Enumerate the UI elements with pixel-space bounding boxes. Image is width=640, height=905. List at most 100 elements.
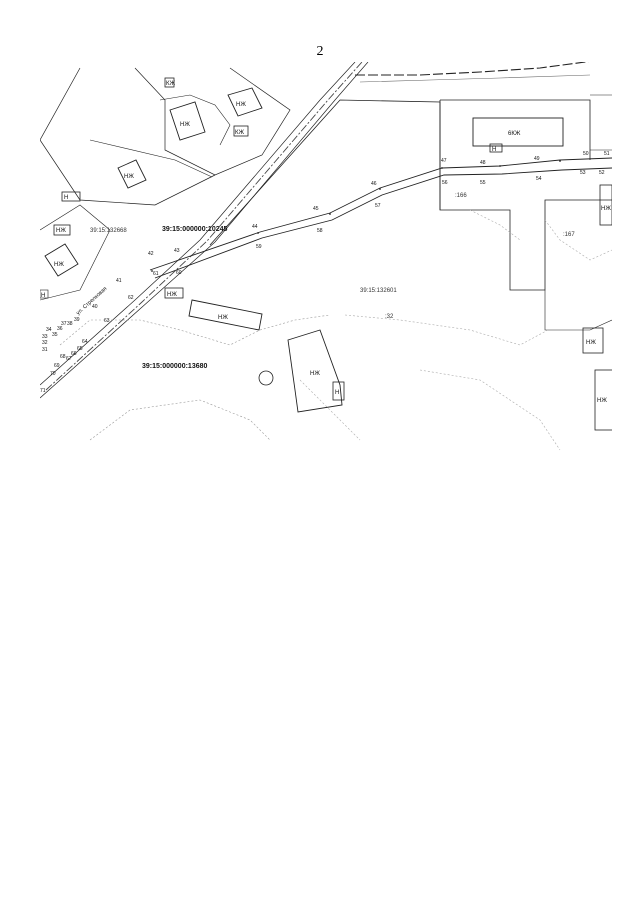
nw-parcel-1: [40, 67, 216, 206]
building-label-b1: КЖ: [166, 81, 175, 87]
point-label-37: 37: [61, 321, 67, 327]
point-label-38: 38: [67, 321, 73, 327]
cadastral-parcel-a: 39:15:132668: [90, 228, 127, 234]
point-marker: [441, 167, 443, 169]
point-label-36: 36: [57, 326, 63, 332]
building-label-b15: НЖ: [597, 398, 607, 404]
nw-parcel-4: [40, 204, 111, 301]
point-label-58: 58: [317, 228, 323, 234]
point-label-62: 62: [128, 295, 134, 301]
building-b15: [594, 369, 612, 431]
building-b6: [61, 191, 81, 202]
building-label-b4: КЖ: [235, 130, 244, 136]
roundabout: [258, 370, 274, 386]
point-label-57: 57: [375, 203, 381, 209]
street-edge-west: [40, 62, 356, 386]
terrain-outline-2: [89, 399, 271, 441]
point-label-61: 61: [153, 271, 159, 277]
building-b2: [227, 87, 263, 117]
point-label-56: 56: [442, 180, 448, 186]
terrain-outline-4: [419, 369, 561, 451]
street-centerline: [45, 62, 363, 391]
building-label-b8: НЖ: [54, 262, 64, 268]
utility-strip-north: [149, 157, 612, 271]
building-b17: [489, 143, 503, 153]
point-label-49: 49: [534, 156, 540, 162]
point-label-52: 52: [599, 170, 605, 176]
building-label-b7: НЖ: [56, 228, 66, 234]
cadastral-quarter-c: 39:15:000000:13680: [142, 363, 207, 370]
point-marker: [257, 232, 259, 234]
point-label-55: 55: [480, 180, 486, 186]
cadastral-lot-166: :166: [455, 193, 467, 199]
building-b13: [472, 117, 564, 147]
building-label-b5: НЖ: [124, 174, 134, 180]
building-b10: [188, 299, 263, 331]
point-label-42: 42: [148, 251, 154, 257]
nw-parcel-2: [134, 67, 291, 176]
building-label-b9: НЖ: [167, 292, 177, 298]
point-label-70: 70: [50, 371, 56, 377]
terrain-outline-6: [469, 209, 521, 241]
building-b9: [164, 287, 184, 299]
point-label-32: 32: [42, 340, 48, 346]
point-label-39: 39: [74, 317, 80, 323]
point-label-48: 48: [480, 160, 486, 166]
terrain-outline-3: [344, 314, 549, 346]
cadastral-quarter-b: 39:15:132601: [360, 288, 397, 294]
building-label-b16: НЖ: [601, 206, 611, 212]
building-label-b13: 6КЖ: [508, 131, 521, 137]
building-b18: [40, 289, 49, 299]
point-label-53: 53: [580, 170, 586, 176]
building-b16: [599, 184, 612, 226]
parcel-boundary-167: [544, 290, 612, 331]
cadastral-lot-32: :32: [385, 314, 394, 320]
point-label-71: 71: [40, 388, 46, 394]
point-label-67: 67: [66, 356, 72, 362]
building-label-b3: НЖ: [180, 122, 190, 128]
street-edge-east: [40, 62, 369, 399]
point-marker: [499, 165, 501, 167]
terrain-outline-1: [59, 314, 331, 346]
building-label-b14: НЖ: [586, 340, 596, 346]
point-label-40: 40: [92, 304, 98, 310]
nw-parcel-3: [89, 139, 213, 178]
building-label-b6: Н: [64, 195, 68, 201]
point-label-43: 43: [174, 248, 180, 254]
building-label-b18: Н: [41, 293, 45, 299]
nw-parcel-5: [159, 94, 231, 146]
building-b1: [164, 77, 175, 88]
building-label-b11: НЖ: [310, 371, 320, 377]
point-label-44: 44: [252, 224, 258, 230]
point-label-64: 64: [82, 339, 88, 345]
building-label-b10: НЖ: [218, 315, 228, 321]
building-b5: [117, 159, 147, 189]
building-b7: [53, 224, 71, 236]
parcel-boundary-166: [439, 99, 591, 210]
building-b14: [582, 327, 604, 354]
point-label-66: 66: [71, 351, 77, 357]
cadastral-map: КЖ НЖ НЖ КЖ НЖ Н НЖ НЖ НЖ НЖ НЖ Н 6КЖ НЖ…: [40, 62, 612, 452]
point-label-41: 41: [116, 278, 122, 284]
point-marker: [559, 160, 561, 162]
point-label-46: 46: [371, 181, 377, 187]
top-road: [355, 62, 590, 76]
cadastral-quarter-a: 39:15:000000:10245: [162, 226, 227, 233]
parcel-east-strip: [590, 94, 612, 151]
parcel-boundary-132601: [209, 99, 612, 291]
point-marker: [379, 188, 381, 190]
point-label-35: 35: [52, 332, 58, 338]
building-b3: [169, 101, 206, 141]
map-drawing: КЖ НЖ НЖ КЖ НЖ Н НЖ НЖ НЖ НЖ НЖ Н 6КЖ НЖ…: [40, 62, 612, 451]
street-label: ул. Стрелковая: [75, 286, 108, 317]
point-label-54: 54: [536, 176, 542, 182]
cadastral-lot-167: :167: [563, 232, 575, 238]
page-number: 2: [316, 44, 324, 59]
point-label-45: 45: [313, 206, 319, 212]
building-b8: [44, 243, 79, 277]
terrain-outline-7: [544, 219, 612, 261]
building-b12: [332, 381, 345, 401]
point-marker: [151, 270, 153, 272]
building-label-b17: Н: [492, 147, 496, 153]
utility-strip-south: [154, 167, 612, 279]
